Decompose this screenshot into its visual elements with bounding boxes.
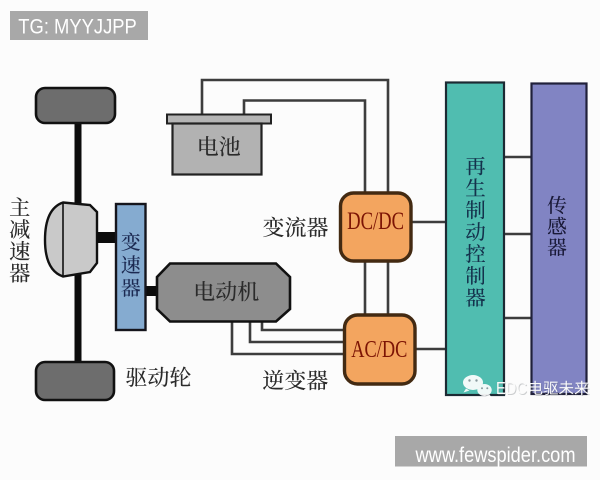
- svg-text:DC/DC: DC/DC: [347, 206, 404, 235]
- svg-text:AC/DC: AC/DC: [351, 337, 407, 363]
- svg-text:www.fewspider.com: www.fewspider.com: [415, 444, 576, 467]
- svg-text:TG: MYYJJPP: TG: MYYJJPP: [18, 15, 137, 38]
- svg-text:EDC: EDC: [497, 379, 528, 399]
- svg-text:EDC: EDC: [496, 378, 527, 398]
